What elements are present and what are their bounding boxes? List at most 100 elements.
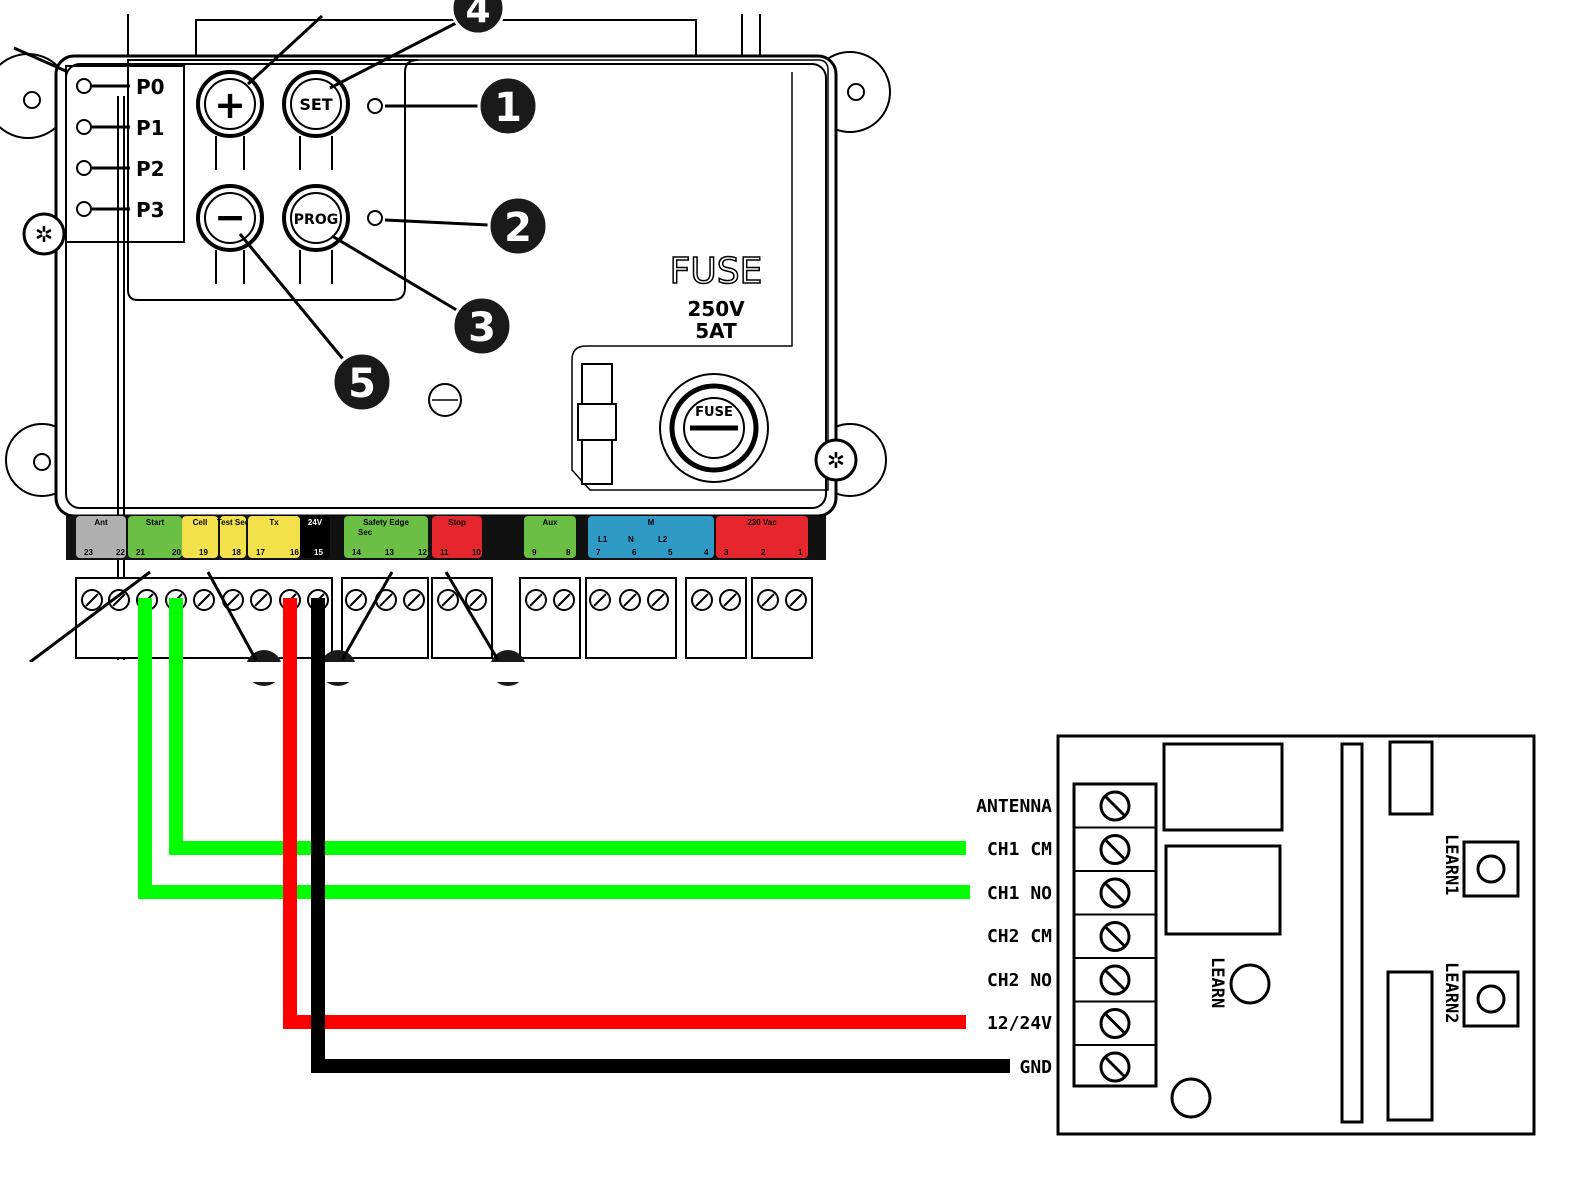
terminal-label-ch2-no: CH2 NO	[987, 970, 1052, 991]
terminal-screw-slot	[112, 593, 126, 607]
screw-icon: ✲	[814, 438, 858, 482]
terminal-group-label: Tx	[269, 518, 279, 527]
learn1-label: LEARN1	[1441, 834, 1461, 895]
terminal-screw-slot	[349, 593, 363, 607]
led-p1: P1	[76, 116, 165, 140]
plus-button-label: +	[214, 83, 246, 127]
terminal-screw-slot	[623, 593, 637, 607]
led-label-p3: P3	[136, 198, 165, 222]
terminal-block	[685, 577, 747, 659]
terminal-number: 17	[256, 548, 265, 557]
relay	[1162, 742, 1284, 832]
learn-label: LEARN	[1207, 957, 1227, 1008]
set-button[interactable]: SET	[282, 70, 350, 170]
receiver-terminal-slot	[1104, 1056, 1126, 1078]
prog-button-label: PROG	[294, 212, 338, 228]
terminal-number: 3	[724, 548, 729, 557]
minus-button[interactable]: −	[196, 184, 264, 284]
wire-black-gnd	[311, 598, 1010, 1073]
terminal-number: 10	[472, 548, 481, 557]
set-led	[367, 98, 383, 114]
receiver-module: LEARN LEARN1 LEARN2	[1056, 734, 1536, 1136]
svg-text:✲: ✲	[827, 448, 845, 473]
terminal-group-label: Cell	[193, 518, 208, 527]
terminal-number: 5	[668, 548, 673, 557]
terminal-block	[431, 577, 493, 659]
terminal-number: 8	[566, 548, 571, 557]
terminal-number: 2	[761, 548, 766, 557]
receiver-terminal-slot	[1104, 1013, 1126, 1034]
svg-text:✲: ✲	[35, 222, 53, 247]
led-p0: P0	[76, 75, 165, 99]
terminal-number: 20	[172, 548, 181, 557]
fuse-holder: FUSE	[659, 373, 769, 483]
wire-green-ch1-cm	[169, 598, 966, 855]
terminal-label-ch1-no: CH1 NO	[987, 883, 1052, 904]
learn-button[interactable]	[1229, 963, 1271, 1005]
terminal-screw-slot	[379, 593, 393, 607]
fuse-rating: 5AT	[695, 319, 737, 343]
wires	[138, 598, 1010, 1073]
receiver-terminal-slot	[1104, 839, 1126, 860]
receiver-terminal-slot	[1104, 926, 1126, 947]
wire-green-ch1-no	[138, 598, 970, 899]
controller-board: P0 P1 P2 P3 ✲ ✲ +	[0, 0, 891, 686]
terminal-label-gnd: GND	[1019, 1057, 1052, 1078]
terminal-number: 15	[314, 548, 323, 557]
terminal-number: 16	[290, 548, 299, 557]
terminal-label-12-24v: 12/24V	[987, 1013, 1052, 1034]
led-p3: P3	[76, 198, 165, 222]
terminal-group-11: 230 Vac 3 2 1	[716, 516, 808, 558]
svg-text:3: 3	[468, 305, 496, 351]
minus-button-label: −	[214, 195, 246, 239]
prog-led	[367, 210, 383, 226]
terminal-number: 9	[532, 548, 537, 557]
terminal-sub-label: N	[628, 535, 634, 544]
terminal-number: 1	[798, 548, 803, 557]
led-label-p0: P0	[136, 75, 165, 99]
terminal-label-antenna: ANTENNA	[976, 796, 1052, 817]
svg-text:5: 5	[348, 361, 376, 407]
led-p2: P2	[76, 157, 165, 181]
terminal-group-9: Aux 9 8	[524, 516, 576, 558]
terminal-group-label: 230 Vac	[747, 518, 777, 527]
terminal-screw-slot	[469, 593, 483, 607]
callout-2: 2	[487, 195, 549, 257]
terminal-screw-slot	[557, 593, 571, 607]
terminal-group-label: 24V	[308, 518, 323, 527]
terminal-number: 23	[84, 548, 93, 557]
mount-hole	[1170, 1077, 1212, 1119]
terminal-screw-slot	[761, 593, 775, 607]
terminal-group-label: Aux	[542, 518, 558, 527]
learn2-label: LEARN2	[1441, 962, 1461, 1023]
wire-red-power	[283, 598, 966, 1029]
terminal-number: 11	[440, 548, 449, 557]
terminal-label-ch2-cm: CH2 CM	[987, 926, 1052, 947]
terminal-screw-slot	[407, 593, 421, 607]
terminal-number: 7	[596, 548, 601, 557]
screw-icon: ✲	[22, 212, 66, 256]
fuse-voltage: 250V	[687, 297, 745, 321]
terminal-screw-slot	[441, 593, 455, 607]
receiver-terminal-slot	[1104, 969, 1126, 991]
terminal-group-label: Ant	[94, 518, 108, 527]
plus-button[interactable]: +	[196, 70, 264, 170]
led-label-p2: P2	[136, 157, 165, 181]
prog-button[interactable]: PROG	[282, 184, 350, 284]
callout-4: 4	[450, 0, 506, 36]
terminal-label-ch1-cm: CH1 CM	[987, 839, 1052, 860]
svg-text:2: 2	[504, 205, 532, 251]
terminal-group-label: Stop	[448, 518, 466, 527]
fuse-cap-label: FUSE	[695, 405, 733, 420]
terminal-number: 19	[199, 548, 208, 557]
terminal-group-3: Cell 19	[182, 516, 218, 558]
callout-1: 1	[477, 75, 539, 137]
terminal-group-5: Tx 17 16	[248, 516, 300, 558]
receiver-terminal-slot	[1104, 882, 1126, 904]
